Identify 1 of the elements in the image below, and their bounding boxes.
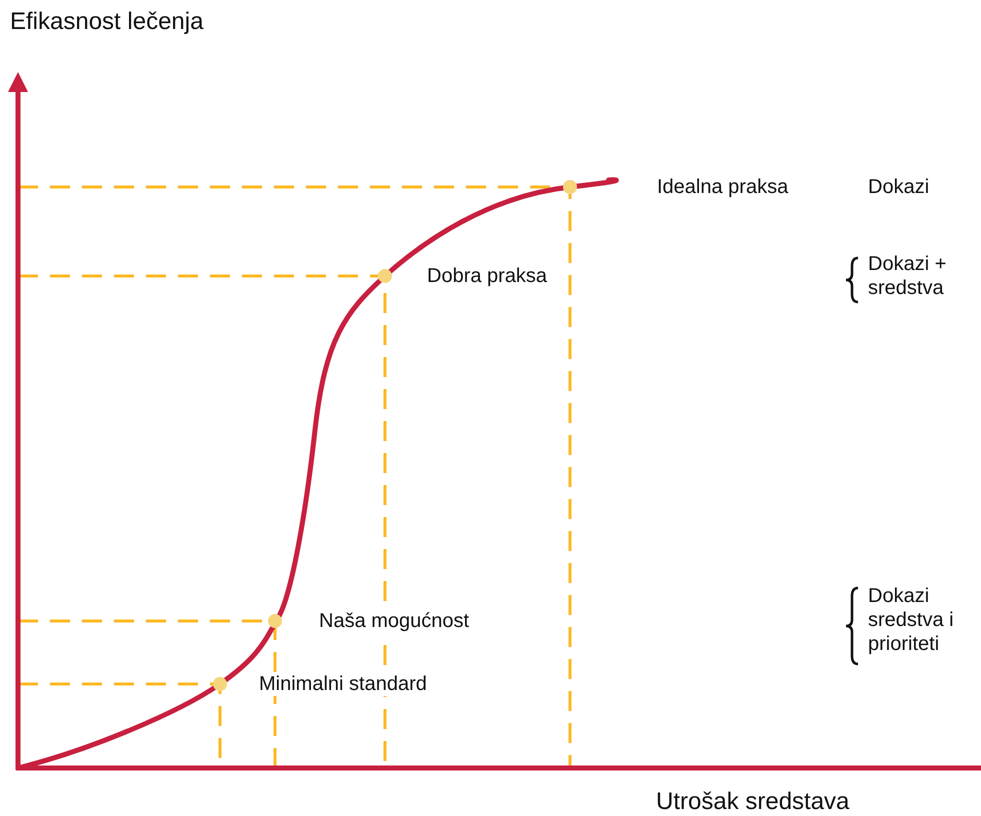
- point-label: Naša mogućnost: [319, 609, 470, 633]
